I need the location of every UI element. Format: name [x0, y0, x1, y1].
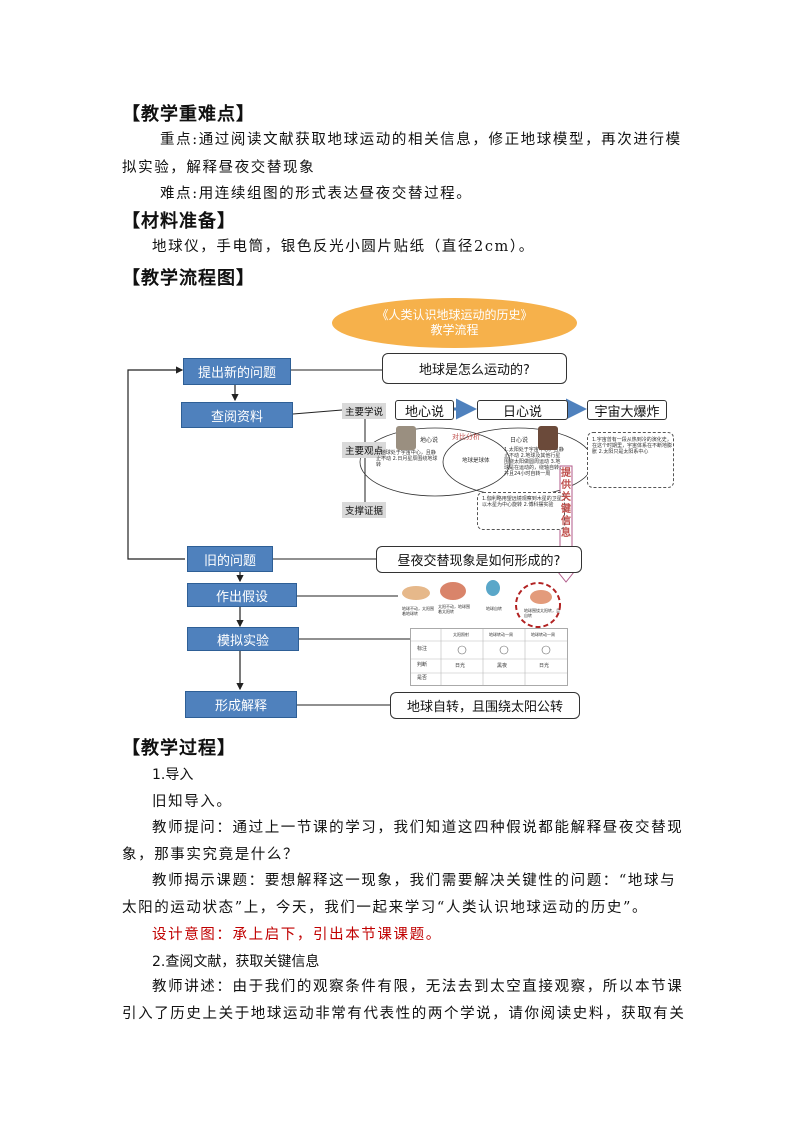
venn-right-text: 1.太阳处于宇宙中心，且静止不动 2.地球及其他行星围绕太阳做圆周运动 3.地球…	[504, 447, 565, 477]
step-old-question: 旧的问题	[187, 546, 273, 572]
table-cell-1: 日光	[455, 663, 466, 669]
hypothesis-image-2	[440, 582, 466, 600]
venn-title: 对比分析	[452, 433, 480, 441]
hyp-caption-2: 太阳不动，地球围着太阳转	[438, 604, 470, 614]
venn-left-text: 1.地球处于宇宙中心，且静止不动 2.日月星辰围绕地球转	[376, 450, 438, 468]
section-title-process: 【教学过程】	[122, 738, 236, 759]
process-item-1: 1.导入	[152, 767, 194, 783]
theory-big-bang: 宇宙大爆炸	[587, 400, 667, 420]
section-title-key-points: 【教学重难点】	[122, 104, 255, 125]
key-text-1: 通过阅读文献获取地球运动的相关信息，修正地球模型，再次进行模	[198, 132, 682, 148]
table-row-2: 判断	[417, 662, 428, 668]
process-p2-line1: 教师提问：通过上一节课的学习，我们知道这四种假说都能解释昼夜交替现	[152, 820, 684, 836]
table-grid	[411, 629, 567, 685]
table-header-3: 地球转动一周	[531, 632, 555, 637]
ellipse-line-2: 教学流程	[430, 323, 479, 337]
difficulty-text: 用连续组图的形式表达昼夜交替过程。	[198, 186, 473, 202]
simulation-table: 太阳照射 地球转动一周 地球转动一周 标注 判断 是否 日光 黑夜 日光	[410, 628, 568, 686]
theory-heliocentric: 日心说	[477, 400, 568, 420]
table-cell-3: 日光	[539, 663, 550, 669]
process-p1: 旧知导入。	[152, 794, 233, 810]
process-p3-line1: 教师揭示课题：要想解释这一现象，我们需要解决关键性的问题：“地球与	[152, 873, 677, 889]
hypothesis-image-1	[402, 586, 430, 600]
label-evidence: 支撑证据	[342, 502, 386, 518]
answer-box: 地球自转，且围绕太阳公转	[390, 692, 580, 719]
theory-geocentric: 地心说	[395, 400, 454, 420]
table-row-1: 标注	[417, 646, 428, 652]
question-earth-motion: 地球是怎么运动的?	[382, 353, 567, 384]
ptolemy-portrait	[396, 426, 416, 450]
hypothesis-image-4	[530, 590, 552, 604]
flowchart-title-ellipse: 《人类认识地球运动的历史》 教学流程	[332, 298, 577, 348]
difficulty-line: 难点:用连续组图的形式表达昼夜交替过程。	[160, 184, 472, 204]
hypothesis-illustrations: 地球不动，太阳围着地球转 太阳不动，地球围着太阳转 地球自转 地球围绕太阳转，且…	[402, 580, 562, 624]
process-item-2: 2.查阅文献，获取关键信息	[152, 954, 320, 970]
step-explanation: 形成解释	[185, 691, 297, 718]
table-cell-2: 黑夜	[497, 663, 508, 669]
design-intent: 设计意图：承上启下，引出本节课课题。	[152, 927, 442, 943]
section-title-flowchart: 【教学流程图】	[122, 268, 255, 289]
venn-left-title: 地心说	[420, 437, 439, 444]
big-bang-text: 1.宇宙曾有一段从热到冷的演化史，在这个时期里，宇宙体系在不断地膨胀 2.太阳只…	[592, 437, 673, 455]
hyp-caption-1: 地球不动，太阳围着地球转	[402, 606, 434, 616]
teaching-flowchart: 《人类认识地球运动的历史》 教学流程 提出新的问题 查阅资料 旧的问题 作出假设…	[120, 292, 680, 722]
process-p4-line1: 教师讲述：由于我们的观察条件有限，无法去到太空直接观察，所以本节课	[152, 979, 684, 995]
key-label: 重点:	[160, 132, 199, 148]
table-row-3: 是否	[417, 675, 428, 681]
venn-right-title: 日心说	[510, 437, 529, 444]
process-p4-line2: 引入了历史上关于地球运动非常有代表性的两个学说，请你阅读史料，获取有关	[122, 1006, 686, 1022]
materials-text: 地球仪，手电筒，银色反光小圆片贴纸（直径2cm）。	[152, 239, 535, 255]
hypothesis-image-3	[486, 580, 500, 596]
evidence-box: 1.伽利略用望远镜观察到木星的卫星以木星为中心旋转 2.傅科摆实验	[477, 492, 565, 530]
step-research: 查阅资料	[181, 402, 293, 428]
difficulty-label: 难点:	[160, 186, 199, 202]
venn-center: 地球是球体	[462, 458, 490, 464]
section-title-materials: 【材料准备】	[122, 211, 236, 232]
step-new-question: 提出新的问题	[183, 358, 291, 385]
evidence-text: 1.伽利略用望远镜观察到木星的卫星以木星为中心旋转 2.傅科摆实验	[482, 496, 562, 508]
label-main-view: 主要观点	[342, 442, 386, 458]
label-main-theory: 主要学说	[342, 403, 386, 419]
process-p3-line2: 太阳的运动状态”上，今天，我们一起来学习“人类认识地球运动的历史”。	[122, 900, 649, 916]
step-hypothesis: 作出假设	[187, 583, 297, 607]
key-text-2: 拟实验，解释昼夜交替现象	[122, 160, 316, 176]
table-header-1: 太阳照射	[453, 632, 469, 637]
big-bang-box: 1.宇宙曾有一段从热到冷的演化史，在这个时期里，宇宙体系在不断地膨胀 2.太阳只…	[587, 432, 674, 488]
key-info-arrow-label: 提供关键信息	[561, 468, 571, 539]
key-point-line-1: 重点:通过阅读文献获取地球运动的相关信息，修正地球模型，再次进行模	[160, 130, 682, 150]
table-header-2: 地球转动一周	[489, 632, 513, 637]
hyp-caption-4: 地球围绕太阳转，且自转	[524, 608, 560, 618]
copernicus-portrait	[538, 426, 558, 450]
process-p2-line2: 象，那事实究竟是什么？	[122, 847, 300, 863]
question-day-night: 昼夜交替现象是如何形成的?	[376, 546, 582, 573]
hyp-caption-3: 地球自转	[486, 606, 502, 611]
ellipse-line-1: 《人类认识地球运动的历史》	[376, 308, 533, 322]
step-simulation: 模拟实验	[187, 627, 299, 651]
